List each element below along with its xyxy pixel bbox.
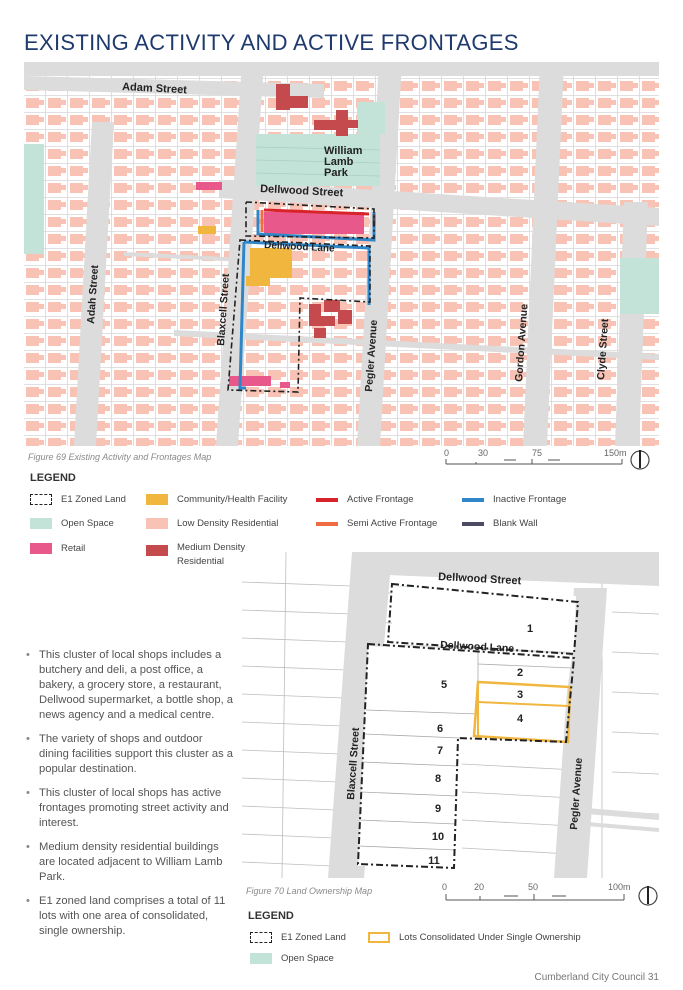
figure-70-caption: Figure 70 Land Ownership Map [246,886,373,896]
map2-label-dellwood-street: Dellwood Street [438,571,522,587]
map1-label-adam-street: Adam Street [122,81,188,96]
land-ownership-map: 1 2 3 4 5 6 7 8 9 10 11 Dellwood Street … [242,552,659,878]
scale1-tick-150m: 150m [604,448,627,458]
legend-low-density: Low Density Residential [146,518,278,529]
legend-label: Low Density Residential [177,518,279,529]
bullet-item: This cluster of local shops has active f… [24,786,234,831]
scale2-tick-100m: 100m [608,882,631,892]
legend-line-swatch [462,498,484,502]
lot-number: 4 [517,713,524,725]
legend-outline-swatch [368,932,390,943]
scale-bar-1: 0 30 75 150m [444,448,654,472]
map1-label-dellwood-street: Dellwood Street [260,183,344,199]
e1-zoned-land-boundary [227,201,375,393]
map1-label-adah-street: Adah Street [85,264,101,324]
legend-line-swatch [462,522,484,526]
active-frontage [263,208,370,216]
legend-semi-active-frontage: Semi Active Frontage [316,518,437,529]
legend-inactive-frontage: Inactive Frontage [462,494,566,505]
map1-label-park-1: William [324,145,363,157]
figure-69-caption: Figure 69 Existing Activity and Frontage… [28,452,212,462]
legend-label: Lots Consolidated Under Single Ownership [399,932,581,943]
page-footer: Cumberland City Council 31 [534,972,659,983]
legend-label: Community/Health Facility [177,494,288,505]
existing-activity-map: Adam Street William Lamb Park Dellwood S… [24,62,659,446]
legend-label: Retail [61,543,86,554]
map2-streets [328,552,659,878]
retail-areas [196,182,364,388]
scale1-tick-0: 0 [444,448,450,458]
legend2-open-space: Open Space [250,953,334,964]
legend-label: Medium Density Residential [177,542,246,567]
scale2-tick-0: 0 [442,882,448,892]
consolidated-lots-outline [472,680,572,744]
bullet-item: E1 zoned land comprises a total of 11 lo… [24,894,234,939]
map1-label-park-2: Lamb [324,156,354,168]
legend-open-space: Open Space [30,518,114,529]
lot-number: 1 [527,623,533,635]
legend-swatch [250,953,272,964]
william-lamb-park [256,134,380,186]
bullet-item: The variety of shops and outdoor dining … [24,732,234,777]
legend2-consolidated-lots: Lots Consolidated Under Single Ownership [368,932,581,943]
scale2-tick-50: 50 [528,882,539,892]
lot-number: 10 [432,831,444,843]
legend-retail: Retail [30,543,85,554]
summary-bullet-list: This cluster of local shops includes a b… [24,648,234,948]
legend-swatch [146,494,168,505]
lot-number: 2 [517,667,523,679]
legend2-e1-zoned-land: E1 Zoned Land [250,932,346,943]
lot-number: 6 [437,723,443,735]
legend-swatch [30,543,52,554]
bullet-item: Medium density residential buildings are… [24,840,234,885]
legend-dash-swatch [30,494,52,505]
map1-label-clyde-street: Clyde Street [595,318,611,380]
legend-label: Open Space [281,953,334,964]
map2-label-blaxcell-street: Blaxcell Street [345,727,362,801]
legend-swatch [146,545,168,556]
lot-number: 11 [428,855,440,867]
legend-label: Inactive Frontage [493,494,567,505]
legend-line-swatch [316,498,338,502]
lot-number: 7 [437,745,443,757]
legend-label: Active Frontage [347,494,414,505]
legend-swatch [146,518,168,529]
map2-label-pegler-avenue: Pegler Avenue [568,757,585,830]
lot-number: 5 [441,679,447,691]
lot-number: 3 [517,689,523,701]
scale1-tick-75: 75 [532,448,543,458]
legend-swatch [30,518,52,529]
street-network [24,62,659,446]
medium-density-residential [276,84,358,338]
legend-active-frontage: Active Frontage [316,494,414,505]
scale2-tick-20: 20 [474,882,485,892]
legend-dash-swatch [250,932,272,943]
legend1-heading: LEGEND [30,472,76,484]
legend-label: E1 Zoned Land [281,932,346,943]
page-title: EXISTING ACTIVITY AND ACTIVE FRONTAGES [24,30,519,55]
lot-number: 9 [435,803,441,815]
legend-community-health: Community/Health Facility [146,494,287,505]
scale-bar-2: 0 20 50 100m [442,882,660,908]
map1-label-pegler-avenue: Pegler Avenue [363,319,380,392]
legend2-heading: LEGEND [248,910,294,922]
scale1-tick-30: 30 [478,448,489,458]
legend-label: E1 Zoned Land [61,494,126,505]
map1-label-blaxcell-street: Blaxcell Street [215,273,232,347]
legend-medium-density: Medium Density Residential [146,541,245,569]
legend-blank-wall: Blank Wall [462,518,538,529]
map2-label-dellwood-lane: Dellwood Lane [440,639,515,655]
community-health-facilities [198,226,292,286]
map1-label-gordon-avenue: Gordon Avenue [513,303,530,382]
legend-label: Blank Wall [493,518,538,529]
map1-label-dellwood-lane: Dellwood Lane [264,240,335,255]
legend-label: Semi Active Frontage [347,518,438,529]
legend-label: Open Space [61,518,114,529]
map1-label-park-3: Park [324,167,349,179]
bullet-item: This cluster of local shops includes a b… [24,648,234,723]
map2-e1-zoned-land-boundary [356,582,580,870]
lot-number: 8 [435,773,441,785]
legend-e1-zoned-land: E1 Zoned Land [30,494,126,505]
legend-line-swatch [316,522,338,526]
